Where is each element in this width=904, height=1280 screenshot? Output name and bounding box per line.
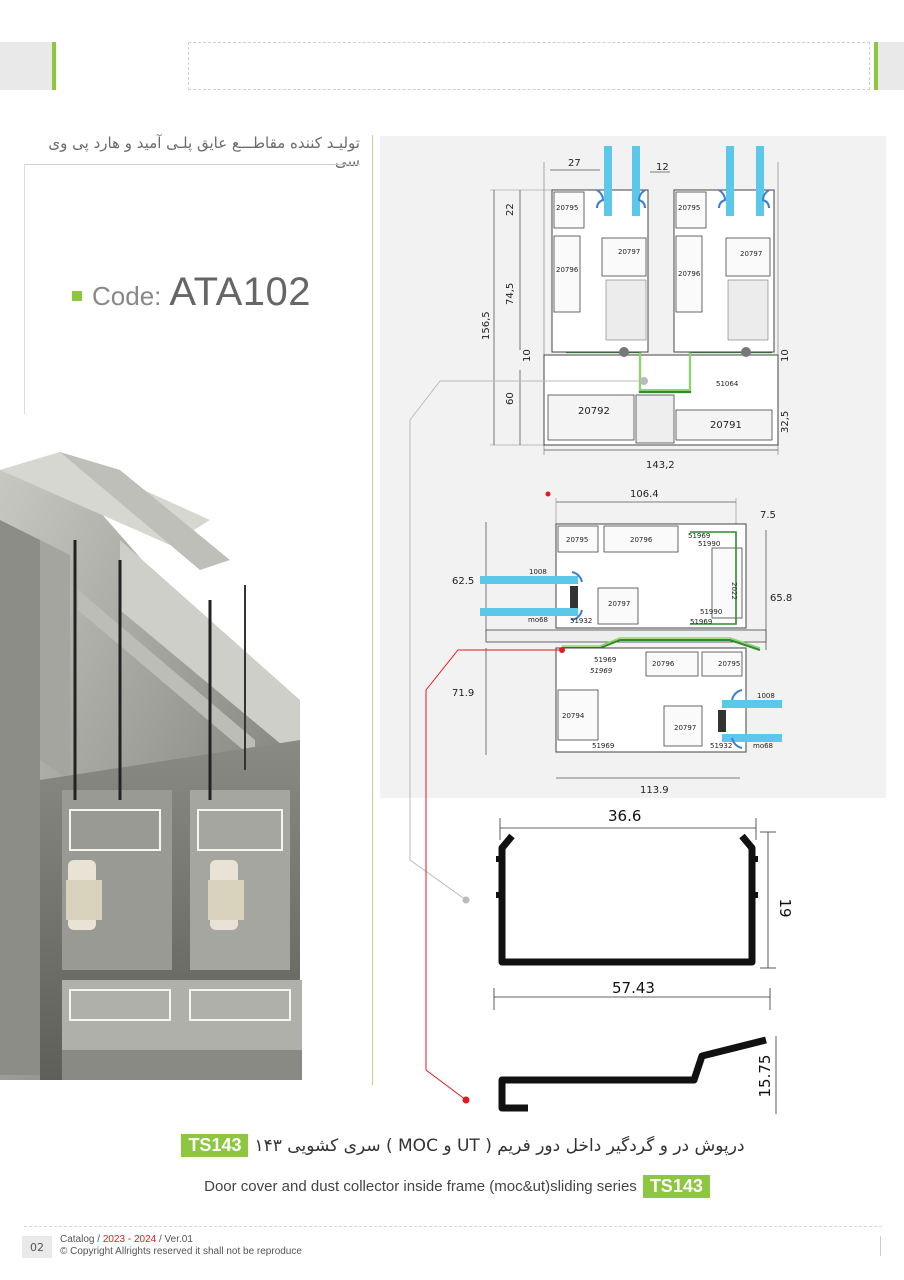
svg-text:60: 60 bbox=[505, 392, 516, 405]
svg-text:51932: 51932 bbox=[710, 742, 732, 750]
svg-text:20796: 20796 bbox=[556, 266, 579, 274]
svg-text:20797: 20797 bbox=[740, 250, 762, 258]
svg-text:106.4: 106.4 bbox=[630, 489, 659, 500]
svg-text:20795: 20795 bbox=[566, 536, 588, 544]
svg-text:20796: 20796 bbox=[678, 270, 701, 278]
svg-text:51969: 51969 bbox=[594, 656, 616, 664]
svg-text:22: 22 bbox=[505, 203, 516, 216]
svg-text:20791: 20791 bbox=[710, 420, 742, 431]
svg-text:143,2: 143,2 bbox=[646, 460, 675, 471]
profile-u-channel: 36.6 19 bbox=[496, 807, 794, 969]
caption-persian: درپوش در و گردگیر داخل دور فریم ( UT و M… bbox=[160, 1134, 760, 1157]
svg-text:51969: 51969 bbox=[690, 618, 712, 626]
code-value: ATA102 bbox=[169, 270, 311, 314]
svg-text:62.5: 62.5 bbox=[452, 576, 474, 587]
series-badge-fa: TS143 bbox=[181, 1134, 249, 1157]
svg-text:32,5: 32,5 bbox=[780, 411, 791, 433]
svg-text:74,5: 74,5 bbox=[505, 283, 516, 305]
svg-text:15.75: 15.75 bbox=[756, 1055, 774, 1098]
page-number: 02 bbox=[22, 1236, 52, 1258]
footer-years: 2023 - 2024 bbox=[102, 1234, 157, 1245]
svg-text:65.8: 65.8 bbox=[770, 593, 792, 604]
footer-right-mark bbox=[880, 1236, 881, 1256]
code-label: Code: bbox=[92, 281, 162, 311]
leader-lines bbox=[409, 380, 644, 1104]
profile-z-cover: 57.43 15.75 bbox=[493, 979, 777, 1114]
code-bullet-icon bbox=[72, 291, 82, 301]
svg-text:1008: 1008 bbox=[529, 568, 547, 576]
svg-text:20795: 20795 bbox=[556, 204, 578, 212]
svg-text:27: 27 bbox=[568, 158, 581, 169]
svg-text:20795: 20795 bbox=[718, 660, 740, 668]
svg-text:71.9: 71.9 bbox=[452, 688, 474, 699]
profile-3d-render bbox=[0, 452, 302, 1080]
center-divider bbox=[372, 135, 373, 1085]
svg-text:10: 10 bbox=[780, 349, 791, 362]
header-left-accent bbox=[52, 42, 56, 90]
svg-text:mo68: mo68 bbox=[753, 742, 773, 750]
section-top: 20795 20797 20796 20795 20797 20796 5106… bbox=[481, 146, 791, 471]
header-box bbox=[188, 42, 870, 90]
svg-text:57.43: 57.43 bbox=[612, 979, 655, 997]
svg-text:20796: 20796 bbox=[630, 536, 653, 544]
section-middle: 20795 20796 51969 51990 1008 2022 20797 … bbox=[452, 489, 792, 796]
caption-english: Door cover and dust collector inside fra… bbox=[100, 1175, 820, 1198]
company-title: تولیـد کننده مقاطـــع عایق پلـی آمید و ه… bbox=[48, 134, 360, 170]
svg-text:2022: 2022 bbox=[730, 582, 738, 600]
svg-text:20795: 20795 bbox=[678, 204, 700, 212]
svg-text:10: 10 bbox=[522, 349, 533, 362]
svg-text:51990: 51990 bbox=[700, 608, 722, 616]
svg-text:51932: 51932 bbox=[570, 617, 592, 625]
svg-text:156,5: 156,5 bbox=[481, 311, 492, 340]
svg-text:51064: 51064 bbox=[716, 380, 739, 388]
header-right-block bbox=[878, 42, 904, 90]
svg-text:20792: 20792 bbox=[578, 406, 610, 417]
footer-catalog: Catalog / 2023 - 2024 / Ver.01 bbox=[60, 1234, 193, 1245]
svg-text:20796: 20796 bbox=[652, 660, 675, 668]
svg-text:7.5: 7.5 bbox=[760, 510, 776, 521]
svg-text:113.9: 113.9 bbox=[640, 785, 669, 796]
header-left-block bbox=[0, 42, 52, 90]
svg-text:51969: 51969 bbox=[688, 532, 710, 540]
header-right-accent bbox=[874, 42, 878, 90]
product-code: Code: ATA102 bbox=[72, 270, 311, 315]
svg-text:51969: 51969 bbox=[592, 742, 614, 750]
footer-divider bbox=[24, 1226, 882, 1227]
left-divider bbox=[24, 164, 25, 414]
svg-text:20794: 20794 bbox=[562, 712, 585, 720]
footer-version: / Ver.01 bbox=[156, 1234, 193, 1245]
svg-text:51969: 51969 bbox=[590, 667, 613, 675]
svg-text:mo68: mo68 bbox=[528, 616, 548, 624]
svg-text:51990: 51990 bbox=[698, 540, 720, 548]
footer-copyright: © Copyright Allrights reserved it shall … bbox=[60, 1246, 302, 1257]
caption-fa-text: درپوش در و گردگیر داخل دور فریم ( UT و M… bbox=[254, 1135, 745, 1156]
svg-text:1008: 1008 bbox=[757, 692, 775, 700]
caption-en-text: Door cover and dust collector inside fra… bbox=[204, 1178, 637, 1195]
svg-text:20797: 20797 bbox=[674, 724, 696, 732]
footer-catalog-prefix: Catalog / bbox=[60, 1234, 103, 1245]
svg-text:20797: 20797 bbox=[608, 600, 630, 608]
title-divider bbox=[24, 164, 360, 165]
svg-text:20797: 20797 bbox=[618, 248, 640, 256]
svg-text:36.6: 36.6 bbox=[608, 807, 641, 825]
svg-text:19: 19 bbox=[776, 898, 794, 917]
series-badge-en: TS143 bbox=[642, 1175, 710, 1198]
svg-text:12: 12 bbox=[656, 162, 669, 173]
